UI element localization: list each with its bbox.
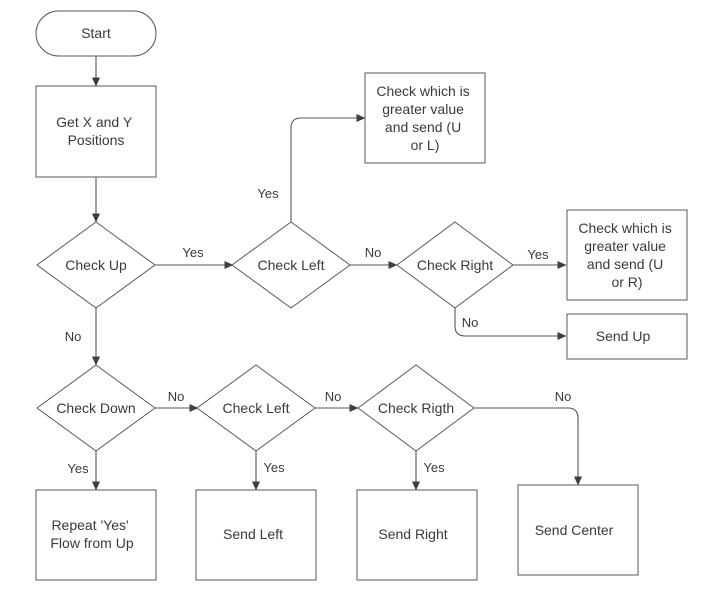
check-left-top-node-text: Check Left [258,257,325,273]
check-left-bottom-node-text: Check Left [223,400,290,416]
nodes: Start Get X and Y Positions Check Up Che… [35,10,688,581]
check-right-bottom-node-text: Check Rigth [378,400,454,416]
label-check-down-no: No [168,389,185,404]
send-left-process-shape [195,489,317,581]
check-right-bottom-decision-shape [357,364,475,452]
edge-check-left-top-yes [290,113,366,222]
get-positions-node: Get X and Y Positions [35,85,157,178]
check-right-top-node-text: Check Right [417,257,493,273]
repeat-yes-process-shape [35,489,157,581]
label-check-up-no: No [65,329,82,344]
greater-ur-node: Check which is greater value and send (U… [566,209,688,301]
send-up-process-shape [566,313,688,360]
greater-ur-process-shape [566,209,688,301]
label-check-right-bottom-no: No [555,389,572,404]
label-check-down-yes: Yes [67,461,89,476]
send-center-node: Send Center [517,484,639,576]
send-right-process-shape [356,489,478,581]
edges [91,56,583,491]
get-positions-process-shape [35,85,157,178]
label-check-right-top-no: No [462,315,479,330]
check-down-node-text: Check Down [56,400,135,416]
start-node-text: Start [81,25,111,41]
send-left-node: Send Left [195,489,317,581]
label-check-right-top-yes: Yes [527,247,549,262]
check-up-decision-shape [36,221,156,309]
start-node: Start [35,10,157,57]
repeat-yes-node: Repeat 'Yes' Flow from Up [35,489,157,581]
check-left-top-decision-shape [231,221,351,309]
check-up-node-text: Check Up [65,257,127,273]
check-right-bottom-node: Check Rigth [357,364,475,452]
greater-ul-process-shape [364,72,486,164]
label-check-left-top-no: No [365,245,382,260]
edge-check-right-top-no [454,308,567,341]
send-left-node-text: Send Left [223,526,283,542]
check-right-top-node: Check Right [396,221,514,309]
send-up-node: Send Up [566,313,688,360]
send-up-node-text: Send Up [596,328,651,344]
repeat-yes-node-text: Repeat 'Yes' Flow from Up [50,517,133,551]
greater-ul-node: Check which is greater value and send (U… [364,72,486,164]
check-down-decision-shape [36,364,156,452]
greater-ur-node-text: Check which is greater value and send (U… [578,220,675,290]
check-up-node: Check Up [36,221,156,309]
edge-check-right-bottom-no [474,407,583,486]
label-check-left-bottom-yes: Yes [263,460,285,475]
edge-labels: Yes Yes No Yes No No No No No Yes Yes Ye… [65,186,572,476]
label-check-right-bottom-yes: Yes [423,460,445,475]
check-left-bottom-node: Check Left [196,364,316,452]
label-check-left-top-yes: Yes [257,186,279,201]
send-center-process-shape [517,484,639,576]
label-check-left-bottom-no: No [325,389,342,404]
send-center-node-text: Send Center [535,522,614,538]
get-positions-node-text: Get X and Y Positions [56,114,136,148]
start-terminator-shape [35,10,157,57]
check-left-top-node: Check Left [231,221,351,309]
check-right-top-decision-shape [396,221,514,309]
send-right-node-text: Send Right [378,526,447,542]
send-right-node: Send Right [356,489,478,581]
greater-ul-node-text: Check which is greater value and send (U… [376,83,473,153]
label-check-up-yes: Yes [182,245,204,260]
check-down-node: Check Down [36,364,156,452]
check-left-bottom-decision-shape [196,364,316,452]
